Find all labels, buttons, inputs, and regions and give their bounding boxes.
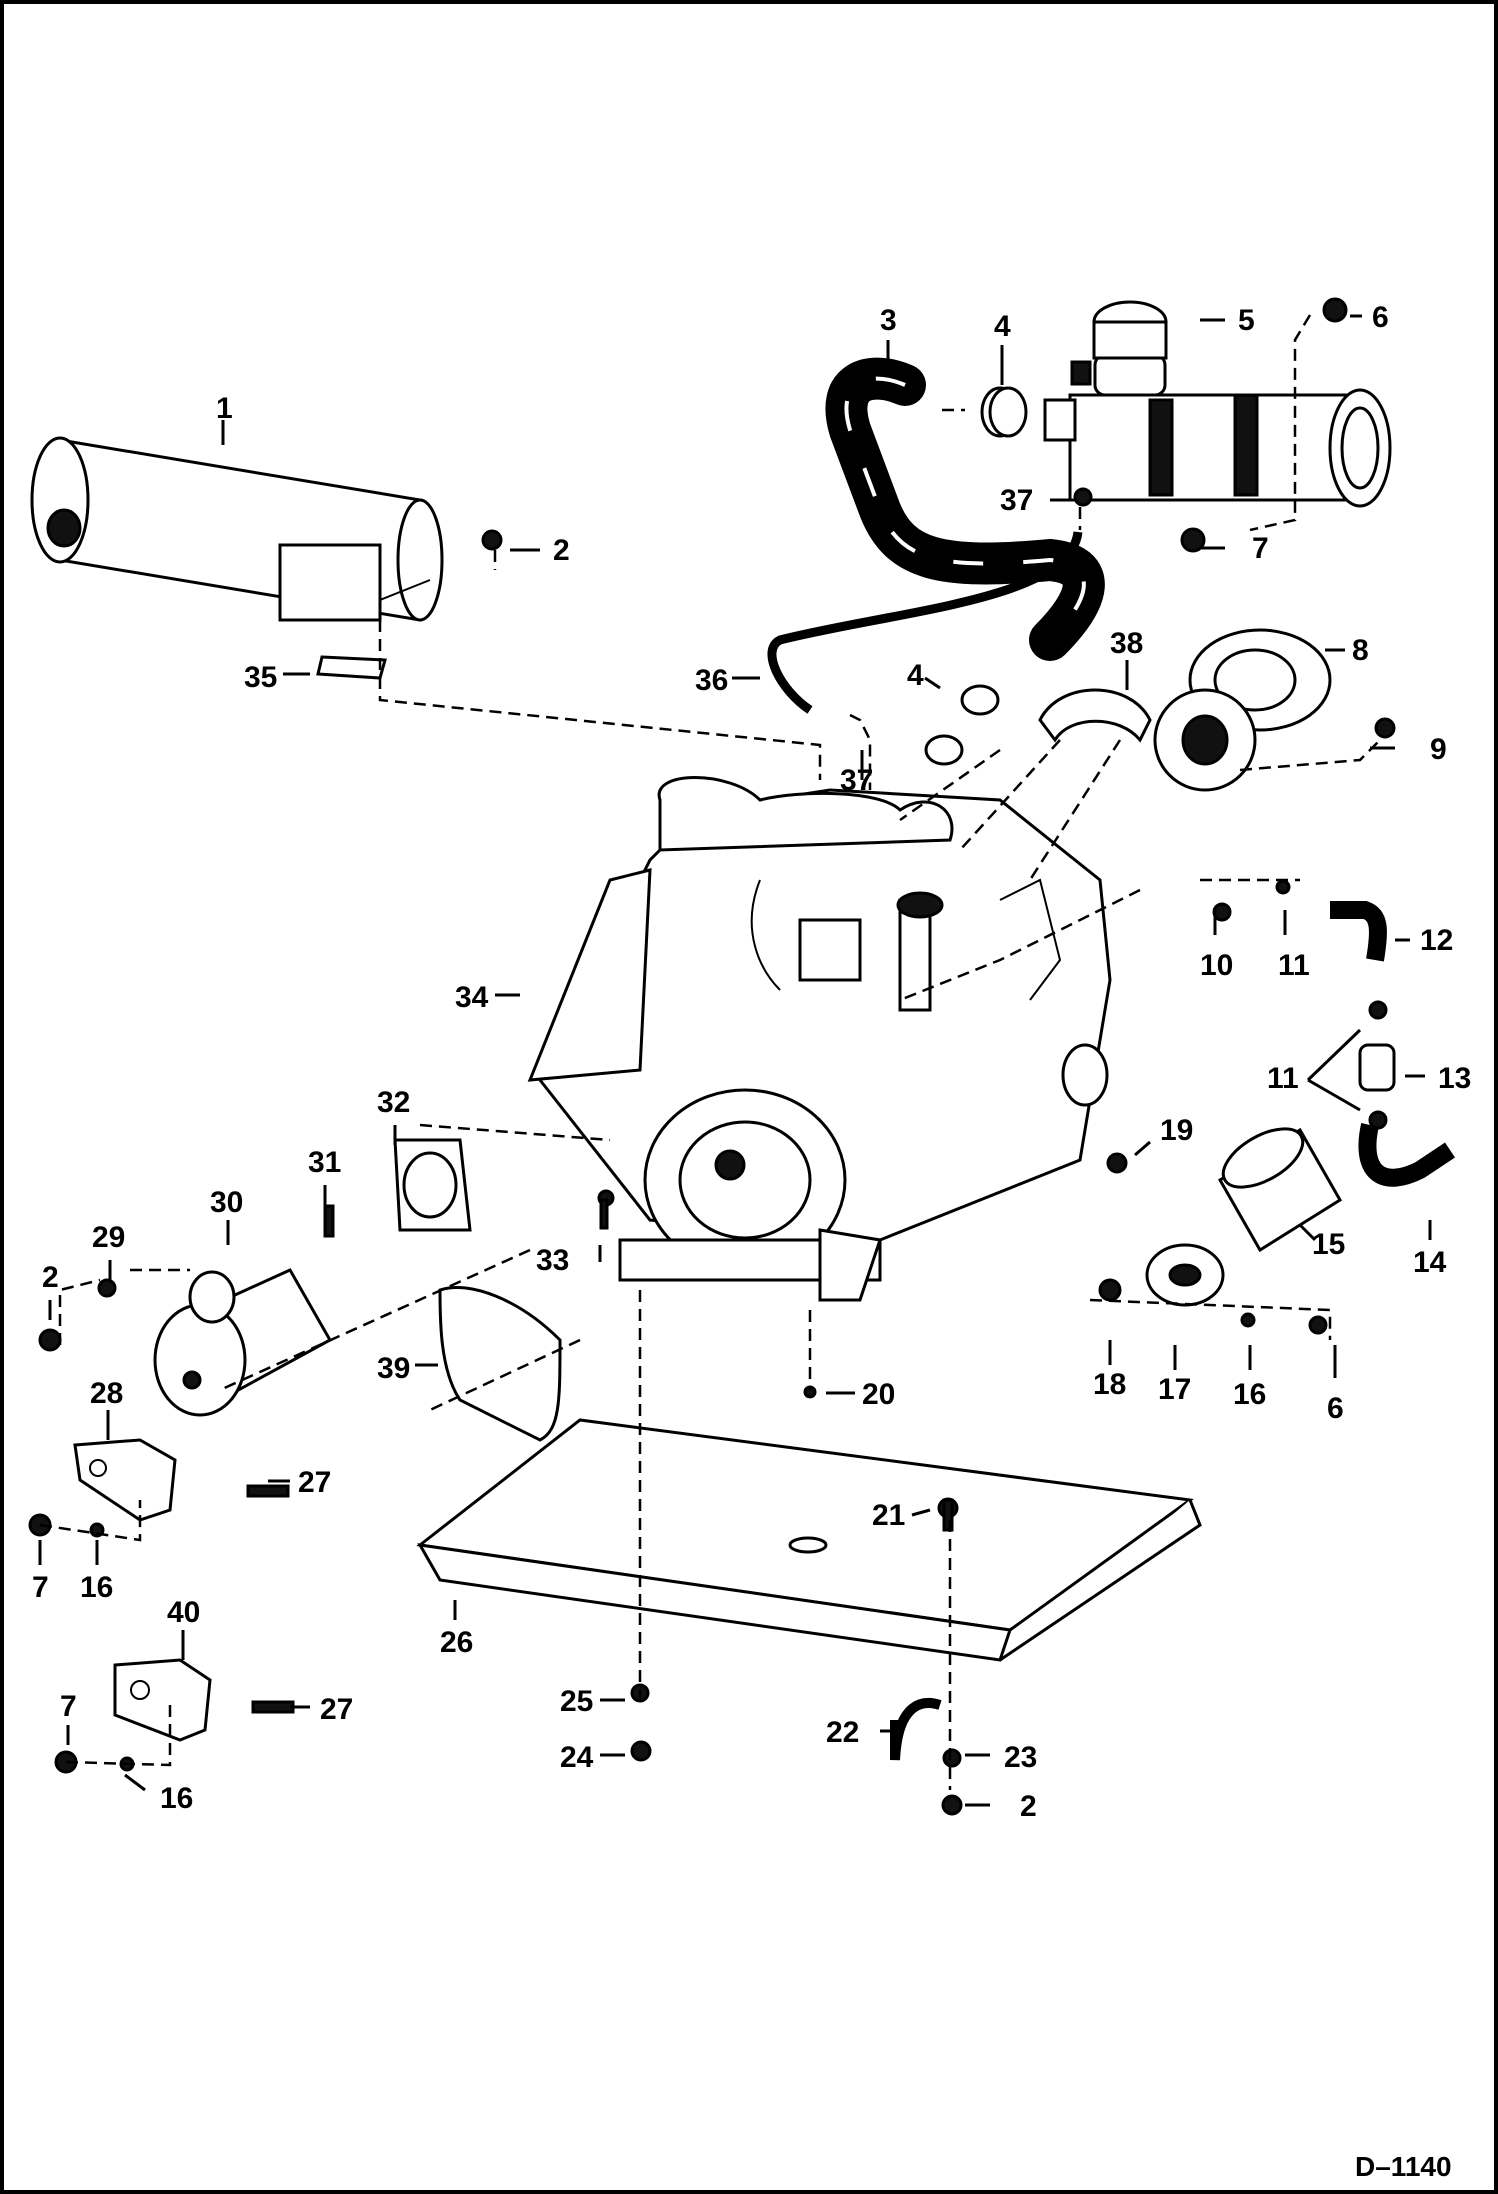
callout-label: 5 xyxy=(1238,304,1255,337)
callout-label: 8 xyxy=(1352,634,1369,667)
callout-label: 7 xyxy=(32,1571,49,1604)
callout-label: 4 xyxy=(907,659,924,692)
callout-label: 34 xyxy=(455,981,489,1014)
mounting-plate xyxy=(416,1418,1202,1662)
callout-label: 11 xyxy=(1267,1062,1299,1095)
callout-label: 2 xyxy=(42,1261,59,1294)
callout-label: 30 xyxy=(210,1186,243,1219)
callout-label: 10 xyxy=(1200,949,1233,982)
hose-clamp xyxy=(980,386,1028,438)
callout-label: 7 xyxy=(60,1690,77,1723)
intake-hose xyxy=(825,357,1105,661)
callout-label: 19 xyxy=(1160,1114,1193,1147)
callout-label: 38 xyxy=(1110,627,1143,660)
callout-label: 7 xyxy=(1252,532,1269,565)
callout-label: 11 xyxy=(1278,949,1310,982)
callout-label: 25 xyxy=(560,1685,593,1718)
callout-label: 6 xyxy=(1372,301,1389,334)
callout-label: 14 xyxy=(1413,1246,1447,1279)
callout-label: 3 xyxy=(880,304,897,337)
callout-label: 26 xyxy=(440,1626,473,1659)
callout-label: 29 xyxy=(92,1221,125,1254)
breather-hose xyxy=(767,531,1083,714)
callout-label: 2 xyxy=(553,534,570,567)
callout-label: 39 xyxy=(377,1352,410,1385)
hose-clamp xyxy=(924,684,1000,766)
callout-label: 4 xyxy=(994,310,1011,343)
callout-label: 2 xyxy=(1020,1790,1037,1823)
callout-label: 33 xyxy=(536,1244,569,1277)
cover-plate xyxy=(438,1285,562,1442)
assembly-lines xyxy=(39,314,1381,1790)
callout-label: 13 xyxy=(1438,1062,1471,1095)
callout-label: 16 xyxy=(1233,1378,1266,1411)
air-cleaner xyxy=(1043,300,1392,508)
callout-label: 27 xyxy=(320,1693,353,1726)
callout-label: 9 xyxy=(1430,733,1447,766)
callout-label: 21 xyxy=(872,1499,905,1532)
filter-adapter xyxy=(1145,1243,1225,1307)
oil-filter xyxy=(1217,1127,1343,1253)
mount-bracket xyxy=(73,1438,177,1522)
callout-label: 37 xyxy=(1000,484,1033,517)
callout-label: 22 xyxy=(826,1716,859,1749)
callout-label: 35 xyxy=(244,661,277,694)
callout-label: 12 xyxy=(1420,924,1453,957)
callout-label: 40 xyxy=(167,1596,200,1629)
callout-label: 27 xyxy=(298,1466,331,1499)
callout-label: 23 xyxy=(1004,1741,1037,1774)
fuel-line xyxy=(1330,901,1455,1187)
callout-label: 31 xyxy=(308,1146,341,1179)
callout-label: 20 xyxy=(862,1378,895,1411)
mount-bracket xyxy=(113,1658,212,1742)
callout-label: 16 xyxy=(80,1571,113,1604)
engine xyxy=(527,776,1112,1302)
leader-lines xyxy=(38,314,1432,1807)
callout-label: 17 xyxy=(1158,1373,1191,1406)
thermostat-housing xyxy=(1153,628,1332,792)
manifold-bracket xyxy=(1038,688,1152,743)
callout-label: 36 xyxy=(695,664,728,697)
callout-label: 24 xyxy=(560,1741,594,1774)
callout-label: 37 xyxy=(840,764,873,797)
callouts: 1 2 35 3 4 5 6 37 7 36 4 38 8 9 37 34 10… xyxy=(32,301,1471,1823)
callout-label: 18 xyxy=(1093,1368,1126,1401)
muffler xyxy=(30,436,444,622)
ground-cable xyxy=(890,1698,942,1761)
callout-label: 16 xyxy=(160,1782,193,1815)
gasket xyxy=(316,655,387,680)
adapter-flange xyxy=(393,1138,472,1232)
callout-label: 15 xyxy=(1312,1228,1345,1261)
callout-label: 28 xyxy=(90,1377,123,1410)
inline-fuel-filter xyxy=(1358,1043,1396,1092)
drawing-number: D–1140 xyxy=(1355,2151,1452,2182)
callout-label: 6 xyxy=(1327,1392,1344,1425)
callout-label: 32 xyxy=(377,1086,410,1119)
starter-motor xyxy=(153,1268,333,1417)
callout-label: 1 xyxy=(216,392,233,425)
